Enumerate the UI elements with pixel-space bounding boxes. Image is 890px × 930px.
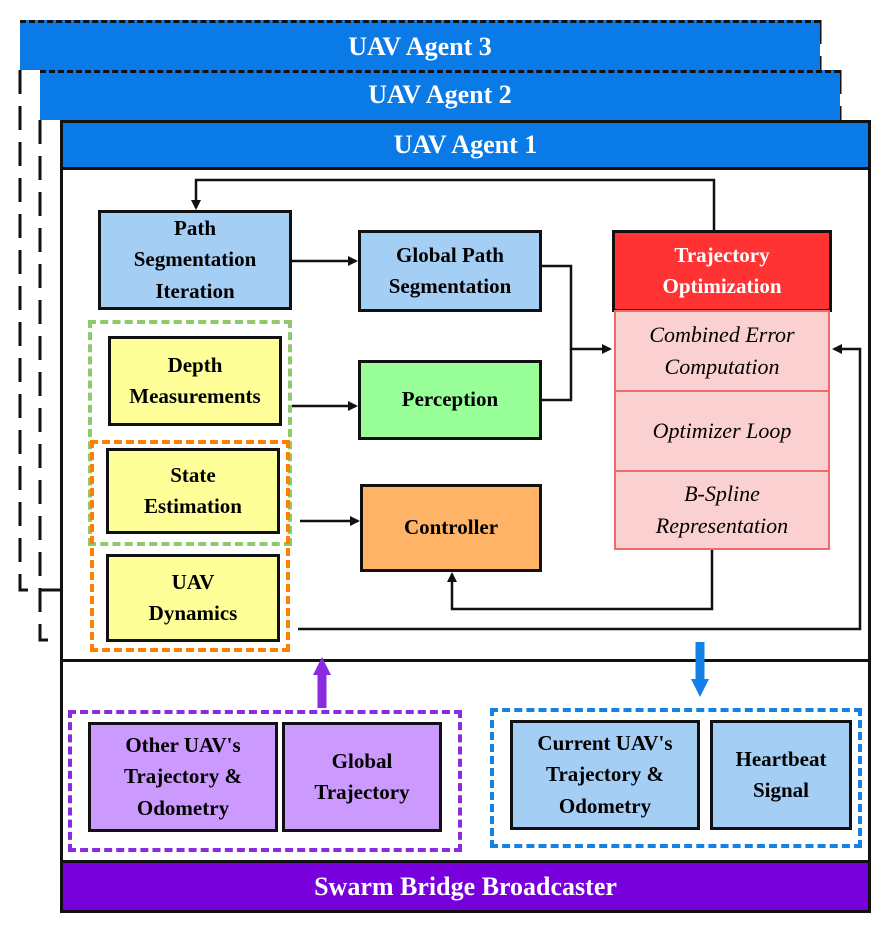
- agent1-title: UAV Agent 1: [393, 130, 538, 159]
- arrow-global-to-optimization: [542, 264, 612, 354]
- arrow-optimization-to-iteration: [191, 178, 716, 230]
- green-sensor-group: [88, 320, 292, 546]
- combined-error-computation-cell: Combined Error Computation: [614, 310, 830, 392]
- global-path-segmentation-block: Global Path Segmentation: [358, 230, 542, 312]
- orange-vehicle-group: [90, 440, 290, 652]
- depth-measurements-block: Depth Measurements: [108, 336, 282, 426]
- purple-input-group: [68, 710, 462, 852]
- agent3-header: UAV Agent 3: [20, 20, 820, 70]
- agent2-top-border: [40, 70, 840, 73]
- broadcaster-label: Swarm Bridge Broadcaster: [314, 871, 617, 901]
- agent2-title: UAV Agent 2: [368, 80, 512, 109]
- controller-block: Controller: [360, 484, 542, 572]
- current-uav-trajectory-block: Current UAV's Trajectory & Odometry: [510, 720, 700, 830]
- agent1-header: UAV Agent 1: [60, 120, 871, 170]
- agent3-outline-left: [18, 70, 60, 592]
- bspline-representation-cell: B-Spline Representation: [614, 470, 830, 550]
- arrow-perception-to-optimization: [542, 349, 573, 402]
- blue-output-group: [490, 708, 862, 848]
- arrow-optimization-to-controller: [447, 550, 714, 611]
- optimizer-loop-cell: Optimizer Loop: [614, 390, 830, 472]
- global-trajectory-block: Global Trajectory: [282, 722, 442, 832]
- agent1-divider: [60, 659, 871, 662]
- heartbeat-signal-block: Heartbeat Signal: [710, 720, 852, 830]
- other-uav-trajectory-block: Other UAV's Trajectory & Odometry: [88, 722, 278, 832]
- perception-block: Perception: [358, 360, 542, 440]
- uav-dynamics-block: UAV Dynamics: [106, 554, 280, 642]
- state-estimation-block: State Estimation: [106, 448, 280, 534]
- path-segmentation-iteration-block: Path Segmentation Iteration: [98, 210, 292, 310]
- arrow-dynamics-to-error: [298, 344, 862, 631]
- agent2-outline-left: [38, 120, 60, 642]
- agent3-title: UAV Agent 3: [348, 31, 492, 61]
- agent2-header: UAV Agent 2: [40, 70, 840, 120]
- swarm-bridge-broadcaster-bar: Swarm Bridge Broadcaster: [60, 860, 871, 913]
